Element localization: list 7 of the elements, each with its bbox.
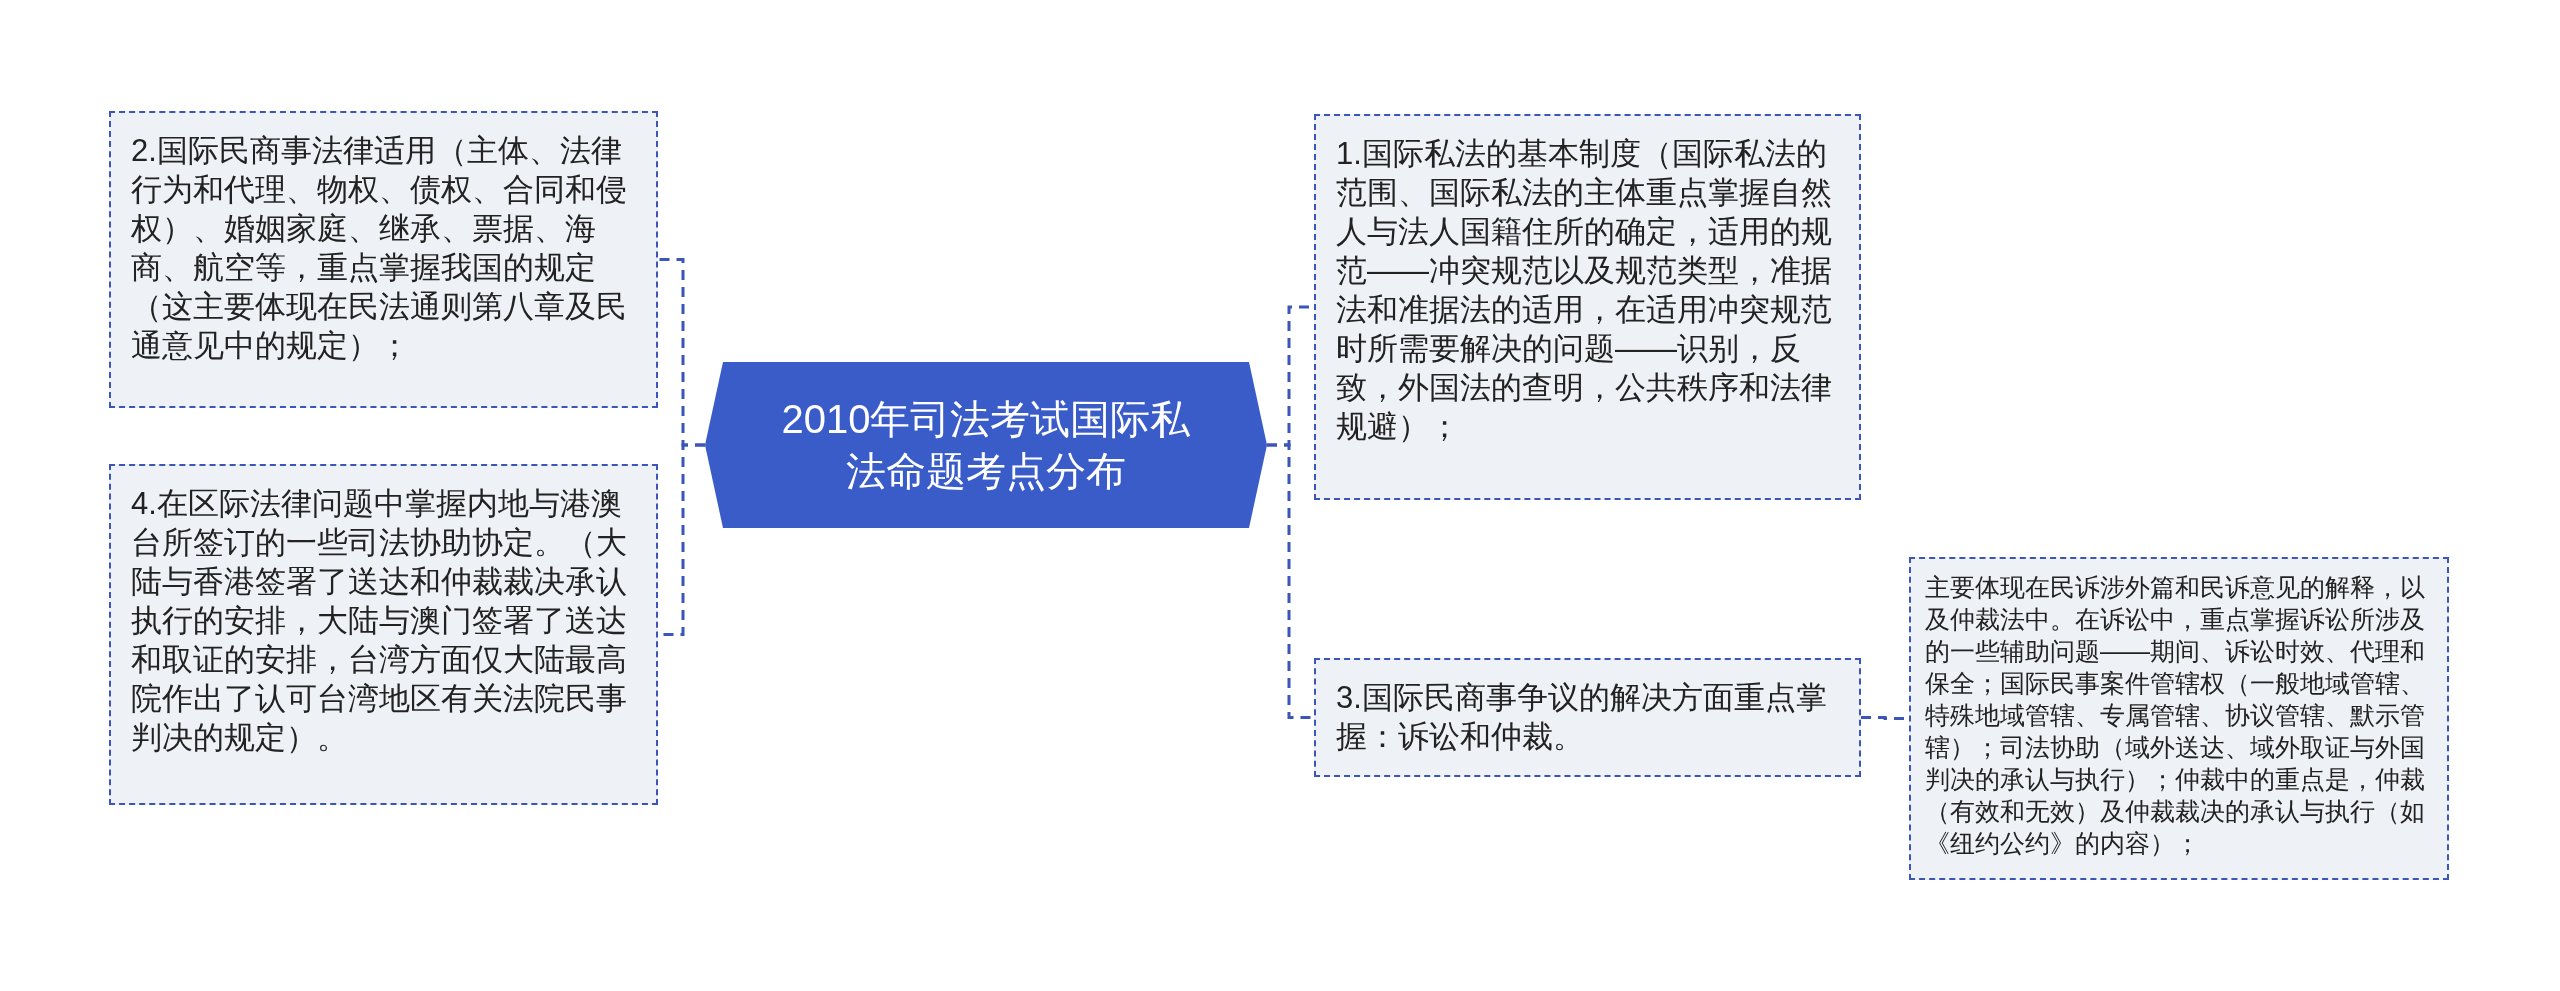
topic-box: 3.国际民商事争议的解决方面重点掌握：诉讼和仲裁。 bbox=[1314, 658, 1861, 777]
topic-box: 2.国际民商事法律适用（主体、法律行为和代理、物权、债权、合同和侵权）、婚姻家庭、继承、票据、海商、航空等，重点掌握我国的规定（这主要体现在民法通则第八章及民通意见中的规定）； bbox=[109, 111, 658, 408]
topic-box: 1.国际私法的基本制度（国际私法的范围、国际私法的主体重点掌握自然人与法人国籍住所的确定，适用的规范——冲突规范以及规范类型，准据法和准据法的适用，在适用冲突规范时所需要解决的问题——识别，反致，外国法的查明，公共秩序和法律规避）； bbox=[1314, 114, 1861, 500]
topic-box: 主要体现在民诉涉外篇和民诉意见的解释，以及仲裁法中。在诉讼中，重点掌握诉讼所涉及的一些辅助问题——期间、诉讼时效、代理和保全；国际民事案件管辖权（一般地域管辖、特殊地域管辖、专属管辖、协议管辖、默示管辖）；司法协助（域外送达、域外取证与外国判决的承认与执行）；仲裁中的重点是，仲裁（有效和无效）及仲裁裁决的承认与执行（如《纽约公约》的内容）； bbox=[1909, 557, 2449, 880]
connector bbox=[1267, 443, 1314, 719]
topic-box: 4.在区际法律问题中掌握内地与港澳台所签订的一些司法协助协定。（大陆与香港签署了送达和仲裁裁决承认执行的安排，大陆与澳门签署了送达和取证的安排，台湾方面仅大陆最高院作出了认可台湾地区有关法院民事判决的规定）。 bbox=[109, 464, 658, 805]
topic-hexagon: 2010年司法考试国际私法命题考点分布 bbox=[705, 362, 1267, 528]
